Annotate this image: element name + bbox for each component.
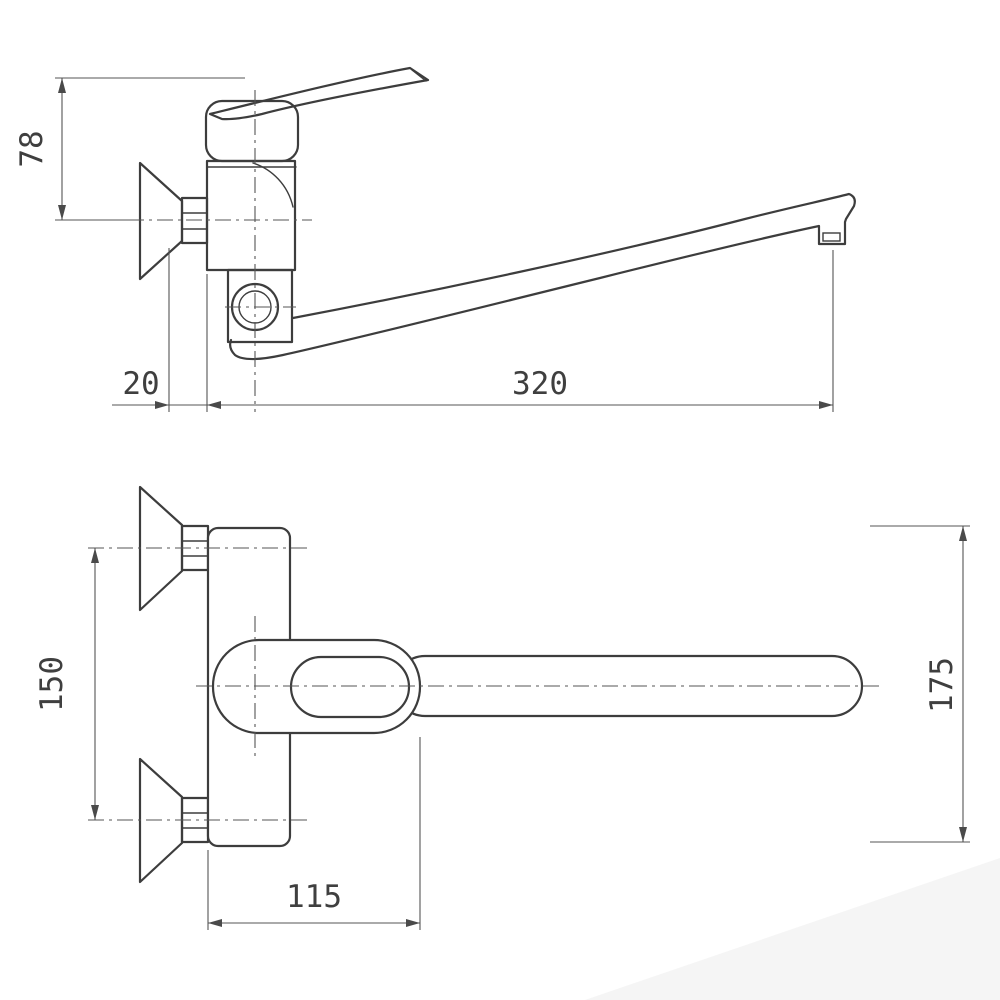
wall-escutcheon — [138, 161, 184, 281]
dimension-supply-centers: 150 — [34, 548, 99, 820]
arrowhead-up — [58, 78, 66, 93]
spout — [229, 192, 856, 361]
handle-slot — [289, 655, 411, 719]
arrowhead-up — [91, 548, 99, 563]
arrowhead-down — [959, 827, 967, 842]
handle-lever-tip-line — [411, 69, 427, 82]
arrowhead-down — [91, 805, 99, 820]
dimension-overall-height: 175 — [870, 525, 970, 843]
dim-label-spout-reach: 320 — [512, 366, 568, 402]
dimension-body-width: 115 — [207, 737, 421, 930]
dim-label-body-width: 115 — [286, 879, 342, 915]
dimension-wall-offset-and-reach: 20 320 — [112, 248, 834, 412]
body-upper — [205, 159, 297, 272]
dim-label-overall-height: 175 — [924, 657, 960, 713]
arrowhead-right — [406, 919, 420, 927]
handle-lever — [208, 66, 430, 121]
dim-label-handle-height: 78 — [14, 130, 50, 167]
arrowhead-right — [155, 401, 169, 409]
dim-label-supply-centers: 150 — [34, 656, 70, 712]
watermark-band — [585, 858, 1000, 1000]
arrowhead-down — [58, 205, 66, 220]
handle-cap — [204, 99, 300, 163]
front-view — [138, 485, 864, 884]
arrowhead-left — [208, 919, 222, 927]
arrowhead-left — [207, 401, 221, 409]
body-curve — [252, 162, 294, 208]
arrowhead-right — [819, 401, 833, 409]
side-view — [138, 66, 856, 361]
dim-label-wall-offset: 20 — [122, 366, 159, 402]
arrowhead-up — [959, 526, 967, 541]
spout-nozzle — [822, 232, 841, 242]
centerlines — [88, 90, 880, 821]
dimension-handle-height: 78 — [14, 77, 245, 221]
body-lower — [226, 268, 294, 344]
